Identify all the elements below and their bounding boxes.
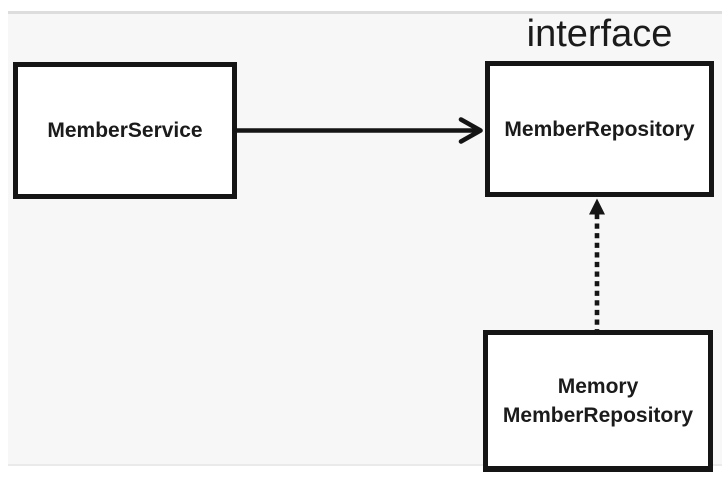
interface-label: interface <box>526 13 673 55</box>
node-member-service: MemberService <box>13 62 237 199</box>
node-memory-member-repository-label-line1: Memory <box>557 374 639 398</box>
node-member-repository: MemberRepository <box>485 61 714 197</box>
node-memory-member-repository: Memory MemberRepository <box>483 330 713 472</box>
node-memory-member-repository-label-line2: MemberRepository <box>502 403 694 427</box>
node-member-repository-label: MemberRepository <box>504 117 695 141</box>
node-member-service-label: MemberService <box>47 119 203 142</box>
